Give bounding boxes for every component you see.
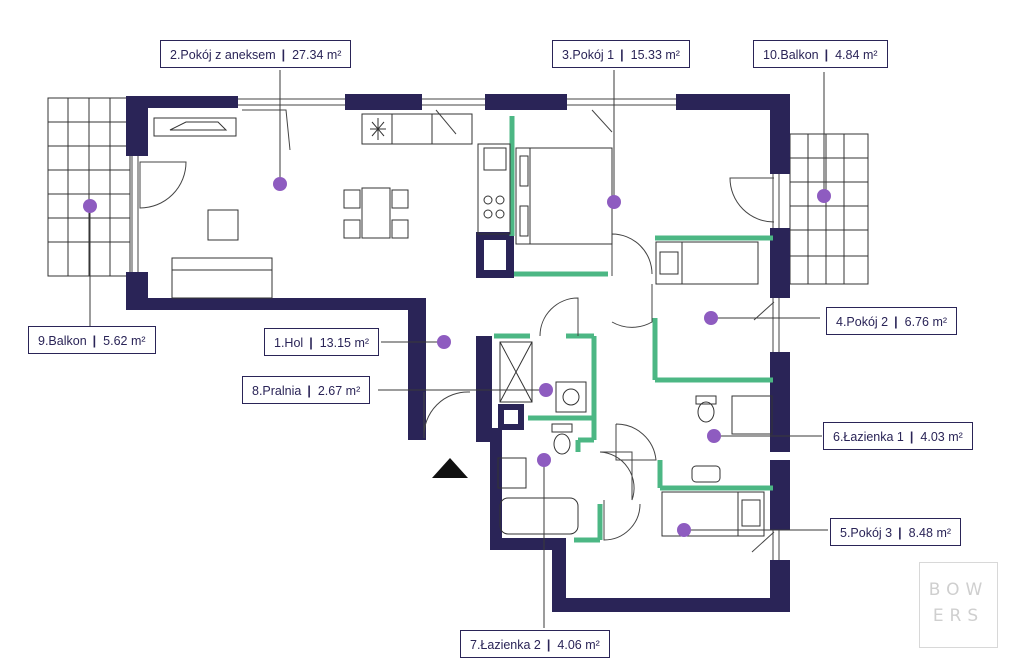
marker-balkon-10 (817, 189, 831, 203)
marker-lazienka-1 (707, 429, 721, 443)
shaft-right (504, 410, 518, 424)
furniture (153, 113, 773, 537)
marker-pokoj-1 (607, 195, 621, 209)
room-label-balkon-10: 10.Balkon|4.84 m² (753, 40, 888, 68)
marker-pokoj-2 (704, 311, 718, 325)
room-markers (83, 177, 831, 537)
room-label-pokoj-3: 5.Pokój 3|8.48 m² (830, 518, 962, 546)
room-label-pokoj-1: 3.Pokój 1|15.33 m² (552, 40, 690, 68)
room-label-hol: 1.Hol|13.15 m² (264, 328, 380, 356)
partition-walls (494, 116, 773, 543)
room-label-pokoj-z-aneksem: 2.Pokój z aneksem|27.34 m² (160, 40, 352, 68)
leader-lines (89, 70, 828, 628)
windows (131, 98, 780, 560)
shaft-left (484, 240, 506, 270)
marker-lazienka-2 (537, 453, 551, 467)
room-label-pralnia: 8.Pralnia|2.67 m² (242, 376, 371, 404)
marker-pokoj-z-aneksem (273, 177, 287, 191)
balcony-left (47, 97, 131, 277)
bowers-logo: BOW ERS (919, 562, 998, 648)
marker-pralnia (539, 383, 553, 397)
room-label-pokoj-2: 4.Pokój 2|6.76 m² (826, 307, 958, 335)
marker-pokoj-3 (677, 523, 691, 537)
exterior-walls (126, 94, 790, 612)
room-label-balkon-9: 9.Balkon|5.62 m² (28, 326, 156, 354)
doors (139, 109, 775, 553)
room-label-lazienka-1: 6.Łazienka 1|4.03 m² (823, 422, 973, 450)
entrance-arrow-icon (432, 458, 468, 478)
marker-balkon-9 (83, 199, 97, 213)
balcony-right (789, 133, 869, 285)
room-label-lazienka-2: 7.Łazienka 2|4.06 m² (460, 630, 610, 658)
marker-hol (437, 335, 451, 349)
